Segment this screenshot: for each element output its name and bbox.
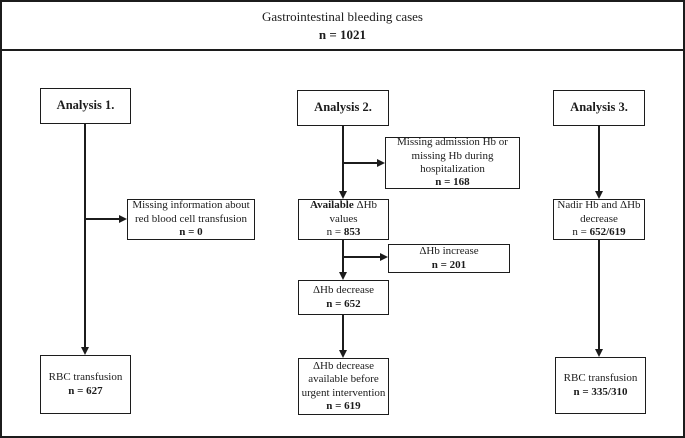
box-line: RBC transfusion xyxy=(563,372,638,385)
connector-analysis1-branch xyxy=(84,218,120,220)
connector-analysis1-vertical xyxy=(84,124,86,348)
box-line: ΔHb decrease xyxy=(312,359,375,372)
dhb-decrease-before-intervention-box: ΔHb decrease available before urgent int… xyxy=(298,358,389,415)
connector-analysis3-v1 xyxy=(598,126,600,192)
box-count: n = 627 xyxy=(68,384,103,397)
box-line: decrease xyxy=(580,212,618,225)
dhb-increase-box: ΔHb increase n = 201 xyxy=(388,244,510,273)
analysis1-header-box: Analysis 1. xyxy=(40,88,131,124)
available-dhb-box: Available ΔHb values n = 853 xyxy=(298,199,389,240)
analysis3-header-label: Analysis 3. xyxy=(570,100,628,115)
box-line: available before xyxy=(308,373,379,386)
box-count: n = 0 xyxy=(179,226,203,239)
box-line: missing Hb during xyxy=(411,149,494,162)
arrowhead-to-available-dhb xyxy=(338,191,347,199)
box-count: n = 652/619 xyxy=(572,226,626,239)
title-box: Gastrointestinal bleeding cases n = 1021 xyxy=(2,2,683,51)
box-line: Available ΔHb xyxy=(309,199,378,212)
box-line: Nadir Hb and ΔHb xyxy=(557,199,641,212)
rbc-transfusion-left-box: RBC transfusion n = 627 xyxy=(40,355,131,414)
box-count: n = 168 xyxy=(435,176,470,189)
arrowhead-to-final-dhb xyxy=(338,350,347,358)
box-line: ΔHb increase xyxy=(419,245,479,258)
arrowhead-to-dhb-increase xyxy=(380,252,388,261)
box-count: n = 335/310 xyxy=(573,385,628,398)
box-line: RBC transfusion xyxy=(48,371,123,384)
missing-rbc-info-box: Missing information about red blood cell… xyxy=(127,199,255,240)
box-line: urgent intervention xyxy=(301,386,386,399)
box-line: values xyxy=(329,212,358,225)
analysis2-header-box: Analysis 2. xyxy=(297,90,389,126)
connector-analysis2-v3 xyxy=(342,315,344,351)
rbc-transfusion-right-box: RBC transfusion n = 335/310 xyxy=(555,357,646,414)
box-count: n = 853 xyxy=(326,226,361,239)
box-line: Missing admission Hb or xyxy=(397,136,508,149)
diagram-title: Gastrointestinal bleeding cases xyxy=(261,8,423,24)
dhb-decrease-box: ΔHb decrease n = 652 xyxy=(298,280,389,315)
analysis2-header-label: Analysis 2. xyxy=(314,100,372,115)
arrowhead-to-rbc-left xyxy=(80,347,89,355)
arrowhead-to-nadir xyxy=(594,191,603,199)
connector-analysis2-branch1 xyxy=(342,162,378,164)
box-line: red blood cell transfusion xyxy=(134,212,248,225)
box-line: hospitalization xyxy=(420,163,485,175)
box-count: n = 619 xyxy=(326,399,361,412)
arrowhead-to-dhb-decrease xyxy=(338,272,347,280)
arrowhead-to-rbc-right xyxy=(594,349,603,357)
diagram-title-count: n = 1021 xyxy=(318,26,367,42)
connector-analysis2-v1 xyxy=(342,126,344,192)
box-line: Missing information about xyxy=(132,199,250,212)
box-count: n = 652 xyxy=(326,297,361,310)
connector-analysis2-branch2 xyxy=(342,256,380,258)
connector-analysis3-v2 xyxy=(598,240,600,350)
analysis3-header-box: Analysis 3. xyxy=(553,90,645,126)
arrowhead-to-missing-info xyxy=(119,214,127,223)
analysis1-header-label: Analysis 1. xyxy=(56,98,115,113)
nadir-hb-box: Nadir Hb and ΔHb decrease n = 652/619 xyxy=(553,199,645,240)
box-count: n = 201 xyxy=(431,258,467,271)
box-line: ΔHb decrease xyxy=(312,284,375,297)
missing-admission-hb-box: Missing admission Hb or missing Hb durin… xyxy=(385,136,520,189)
arrowhead-to-missing-admission xyxy=(377,158,385,167)
